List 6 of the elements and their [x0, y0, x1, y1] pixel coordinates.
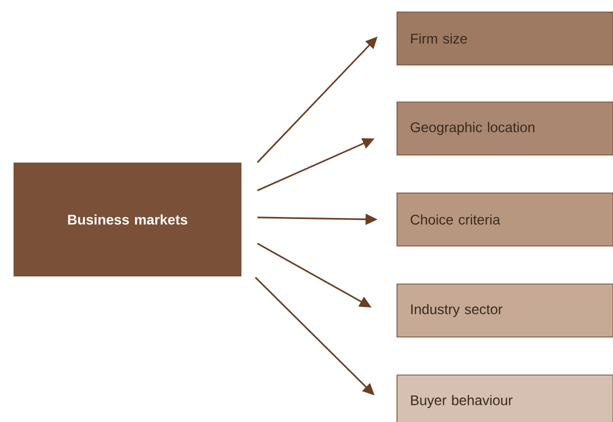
criterion-box: Geographic location: [396, 102, 613, 156]
criterion-box: Buyer behaviour: [396, 374, 613, 422]
criterion-box: Firm size: [396, 12, 613, 66]
criterion-box: Industry sector: [396, 284, 613, 338]
segment-box: Business markets: [14, 162, 242, 276]
criterion-box: Choice criteria: [396, 192, 613, 246]
